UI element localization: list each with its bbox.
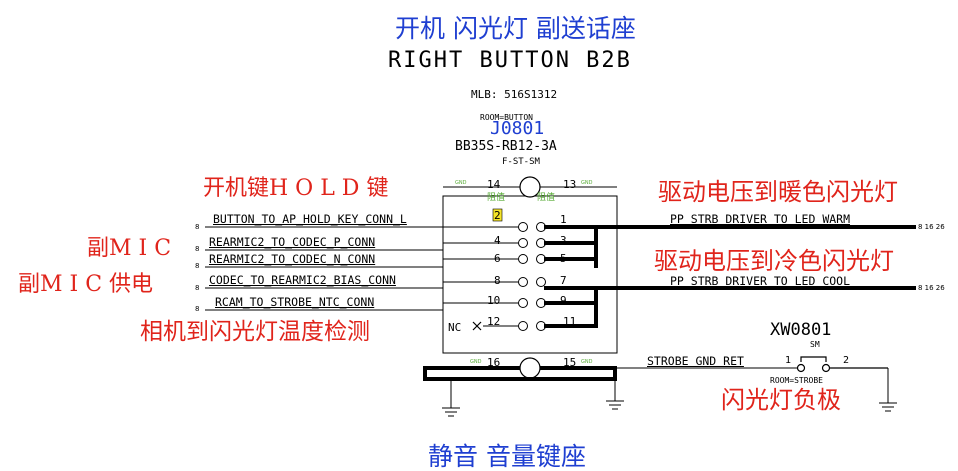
xw-pin2: 2 [843,355,850,366]
page-ref-mic-p: 8 [195,245,200,253]
signal-mic-n: REARMIC2_TO_CODEC_N_CONN [209,252,376,266]
pin-15-label: 15 [563,356,577,369]
connector-refdes: J0801 [490,118,545,139]
connector-footprint: F-ST-SM [502,157,540,167]
gnd-tag-16: GND [470,359,482,365]
mlb-label: MLB: 516S1312 [471,88,558,101]
schematic-wires [205,176,916,417]
pin-10-circle [518,298,528,308]
note-sub-mic: 副M I C [87,236,172,261]
pin-11-label: 11 [563,315,577,328]
pin-6-circle [518,254,528,264]
page-ref-ntc: 8 [195,305,200,313]
pin-4-label: 4 [494,234,501,247]
title-english: RIGHT BUTTON B2B [388,48,632,73]
gnd-tag-13: GND [581,180,593,186]
title-chinese: 开机 闪光灯 副送话座 [395,14,636,43]
gnd-symbol-mid [606,379,624,410]
resistance-left: 阻值 [487,193,506,203]
xw-pin1: 1 [785,355,792,366]
pin-3-label: 3 [560,234,567,247]
pin-12-label: 12 [487,315,501,328]
pin-8-circle [518,277,528,287]
note-strobe-negative: 闪光灯负极 [721,386,841,414]
pin-6-label: 6 [494,252,501,265]
signal-mic-bias: CODEC_TO_REARMIC2_BIAS_CONN [209,273,396,287]
schematic-canvas: 开机 闪光灯 副送话座 RIGHT BUTTON B2B MLB: 516S13… [18,14,945,469]
pin-circles [518,222,546,331]
xw-type: SM [810,340,820,349]
mount-hole-bottom [519,357,541,379]
nc-cross [472,321,482,331]
note-temp-detect: 相机到闪光灯温度检测 [140,319,370,345]
nc-label: NC [448,321,462,334]
note-hold-key: 开机键H O L D 键 [203,176,389,201]
signal-mic-p: REARMIC2_TO_CODEC_P_CONN [209,235,376,249]
note-led-warm: 驱动电压到暖色闪光灯 [658,178,898,206]
note-led-cool: 驱动电压到冷色闪光灯 [654,247,894,275]
signal-hold-key: BUTTON_TO_AP_HOLD_KEY_CONN_L [213,212,407,226]
pin-12-circle [518,321,528,331]
pin-9-label: 9 [560,294,567,307]
pin-10-label: 10 [487,294,501,307]
gnd-symbol-right [879,368,897,412]
pin-14-label: 14 [487,178,501,191]
connector-part: BB35S-RB12-3A [455,139,557,154]
signal-ntc: RCAM_TO_STROBE_NTC_CONN [215,295,375,309]
pin-7-label: 7 [560,274,567,287]
pin-7-circle [536,277,546,287]
footer-title: 静音 音量键座 [428,442,586,471]
pin-2-circle [518,222,528,232]
signal-strobe-gnd: STROBE_GND_RET [647,354,744,368]
resistance-right: 阻值 [537,193,556,203]
gnd-symbol-left [442,379,460,417]
pin-8-label: 8 [494,274,501,287]
signal-led-cool: PP_STRB_DRIVER_TO_LED_COOL [670,274,851,288]
xw-refdes: XW0801 [770,320,832,340]
refs-led-warm: 8 16 26 [918,223,945,231]
xw-room: ROOM=STROBE [770,376,823,385]
power-nets [544,225,916,328]
pin-4-circle [518,238,528,248]
page-ref-hold: 8 [195,223,200,231]
gnd-tag-14: GND [455,180,467,186]
signal-led-warm: PP_STRB_DRIVER_TO_LED_WARM [670,212,851,226]
left-signal-wires [205,226,518,327]
pin-13-label: 13 [563,178,577,191]
refs-led-cool: 8 16 26 [918,284,945,292]
pin-1-label: 1 [560,213,567,226]
note-sub-mic-power: 副M I C 供电 [18,272,154,297]
page-ref-mic-n: 8 [195,262,200,270]
pin-5-label: 5 [560,252,567,265]
pin-16-label: 16 [487,356,501,369]
gnd-loop [423,366,617,381]
connector-body [442,195,618,354]
room-label: ROOM=BUTTON [480,113,533,122]
pin-highlight [492,208,503,222]
pin-2-label: 2 [494,209,501,222]
gnd-tag-15: GND [581,359,593,365]
page-ref-mic-bias: 8 [195,284,200,292]
xw0801-symbol [796,356,888,373]
